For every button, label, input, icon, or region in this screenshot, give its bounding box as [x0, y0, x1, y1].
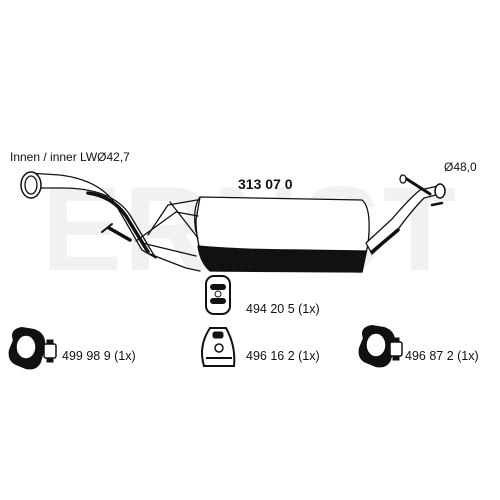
pipe-clamp-left-icon [8, 326, 57, 370]
inner-diameter-label: Innen / inner LWØ42,7 [10, 150, 130, 164]
mounting-bracket [135, 199, 201, 272]
rear-silencer-assembly [20, 171, 446, 273]
inlet-pipe [20, 171, 157, 259]
muffler-body [194, 196, 370, 273]
rubber-mount-icon [201, 327, 236, 367]
outlet-diameter-label: Ø48,0 [444, 160, 477, 174]
rubber-hanger-icon [205, 275, 231, 315]
part-number-clamp-left: 499 98 9 (1x) [62, 349, 136, 363]
pipe-clamp-right-icon [358, 324, 403, 368]
part-number-mount: 496 16 2 (1x) [246, 349, 320, 363]
main-part-number: 313 07 0 [238, 176, 293, 192]
part-number-hanger: 494 20 5 (1x) [246, 302, 320, 316]
part-number-clamp-right: 496 87 2 (1x) [405, 349, 479, 363]
outlet-pipe [365, 174, 446, 255]
